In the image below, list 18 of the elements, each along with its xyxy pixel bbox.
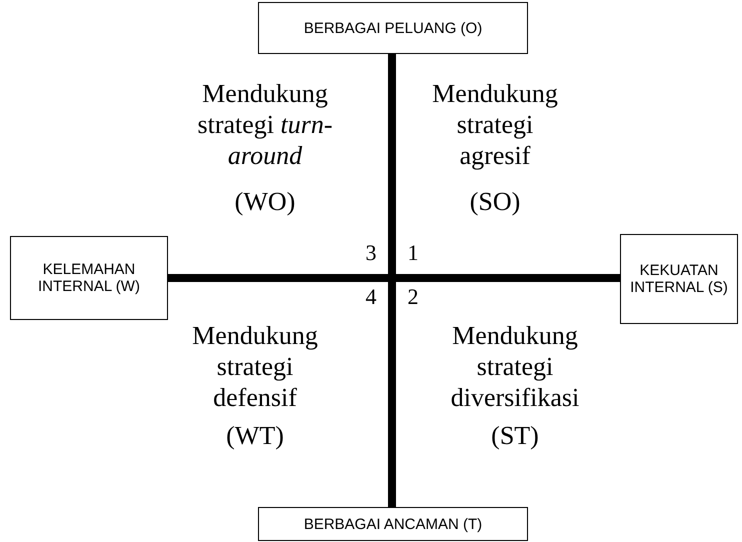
axis-line: [388, 54, 396, 507]
quadrant-code: (WO): [234, 186, 296, 218]
quadrant-number: 4: [364, 284, 378, 310]
quadrant-strategy-text: Mendukung strategi agresif: [431, 78, 559, 172]
quadrant-strategy-text: Mendukung strategi turn-around: [196, 78, 334, 172]
quadrant-strategy-text: Mendukung strategi defensif: [191, 320, 319, 414]
quadrant-code: (WT): [225, 420, 285, 452]
opportunity-box: BERBAGAI PELUANG (O): [258, 2, 528, 54]
quadrant-code: (ST): [490, 420, 540, 452]
quadrant-number: 2: [406, 284, 420, 310]
weakness-box: KELEMAHAN INTERNAL (W): [10, 236, 168, 320]
axis-line: [168, 274, 620, 282]
quadrant-code: (SO): [468, 186, 522, 218]
quadrant-number: 1: [406, 240, 420, 266]
threat-box: BERBAGAI ANCAMAN (T): [258, 507, 528, 541]
quadrant-number: 3: [364, 240, 378, 266]
quadrant-strategy-text: Mendukung strategi diversifikasi: [450, 320, 580, 414]
strength-box: KEKUATAN INTERNAL (S): [620, 234, 738, 324]
